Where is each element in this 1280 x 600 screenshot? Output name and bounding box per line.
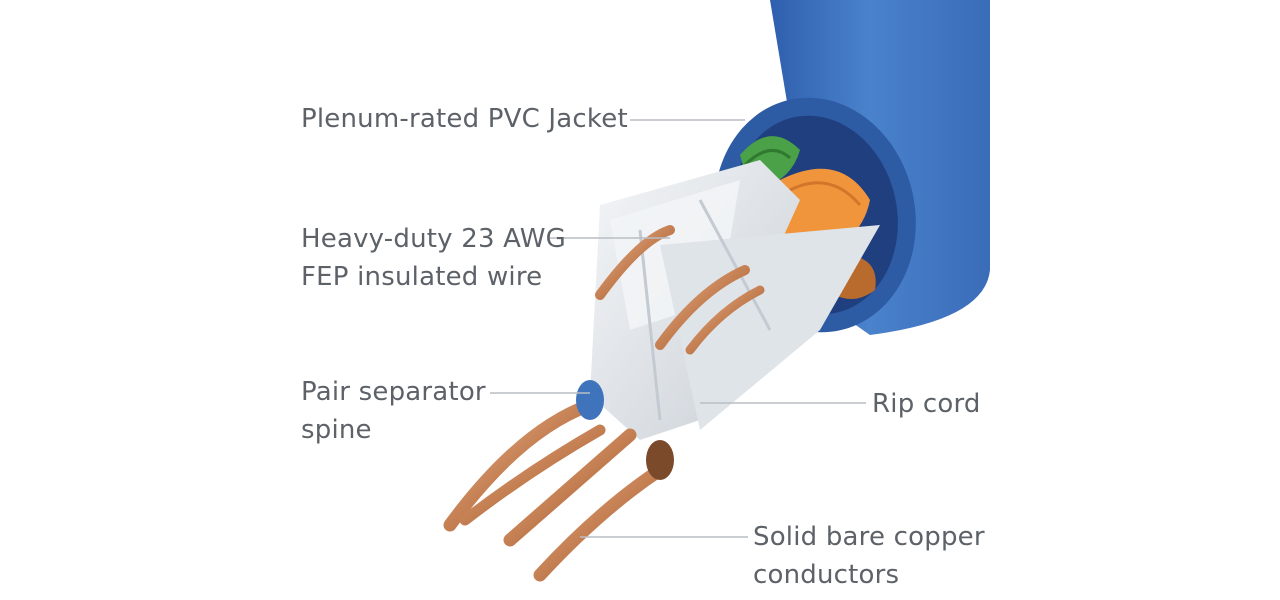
label-rip-cord: Rip cord [872, 385, 981, 423]
label-pvc-jacket-line1: Plenum-rated PVC Jacket [301, 104, 628, 134]
label-copper-conductors-line1: Solid bare copper [753, 522, 985, 552]
label-rip-cord-line1: Rip cord [872, 389, 981, 419]
label-pair-separator-line1: Pair separator [301, 377, 486, 407]
label-copper-conductors-line2: conductors [753, 560, 900, 590]
copper-conductors [443, 225, 765, 582]
label-copper-conductors: Solid bare copper conductors [753, 518, 985, 594]
colored-wire-ends [576, 380, 674, 480]
leader-lines [490, 119, 866, 538]
label-insulated-wire: Heavy-duty 23 AWG FEP insulated wire [301, 220, 566, 296]
label-pair-separator: Pair separator spine [301, 373, 486, 449]
label-pair-separator-line2: spine [301, 415, 372, 445]
label-pvc-jacket: Plenum-rated PVC Jacket [301, 100, 628, 138]
label-insulated-wire-line1: Heavy-duty 23 AWG [301, 224, 566, 254]
label-insulated-wire-line2: FEP insulated wire [301, 262, 543, 292]
